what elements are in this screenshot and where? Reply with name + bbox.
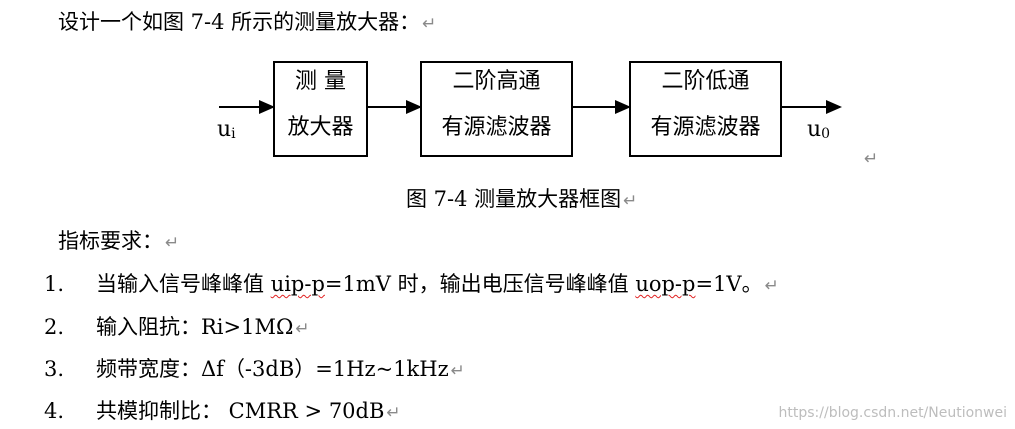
list-number: 3. [44, 357, 65, 381]
spec-heading: 指标要求：↵ [58, 229, 180, 253]
paragraph-mark-icon: ↵ [422, 14, 437, 34]
block-3-line1: 二阶低通 [661, 69, 750, 94]
list-number: 4. [44, 399, 65, 423]
block-3-line2: 有源滤波器 [650, 115, 761, 140]
figure-caption: 图 7-4 测量放大器框图↵ [406, 187, 638, 211]
paragraph-mark-icon: ↵ [386, 403, 401, 423]
block-1-line2: 放大器 [287, 115, 354, 140]
arrow-1-2 [368, 100, 422, 114]
paragraph-mark-icon: ↵ [450, 361, 465, 381]
block-highpass-filter: 二阶高通 有源滤波器 [420, 61, 573, 157]
arrow-2-3 [573, 100, 631, 114]
list-number: 1. [44, 272, 65, 296]
block-lowpass-filter: 二阶低通 有源滤波器 [629, 61, 782, 157]
paragraph-mark-icon: ↵ [165, 233, 180, 253]
block-2-line1: 二阶高通 [452, 69, 541, 94]
list-item: 共模抑制比： CMRR > 70dB↵ [96, 399, 401, 423]
list-number: 2. [44, 315, 65, 339]
block-1-line1: 测 量 [295, 69, 346, 94]
block-2-line2: 有源滤波器 [441, 115, 552, 140]
list-item: 当输入信号峰峰值 uip-p=1mV 时，输出电压信号峰峰值 uop-p=1V。… [96, 272, 779, 296]
block-measurement-amplifier: 测 量 放大器 [273, 61, 368, 157]
list-item: 输入阻抗：Ri>1MΩ↵ [96, 315, 310, 339]
block-diagram: ui 测 量 放大器 二阶高通 有源滤波器 二阶低通 有源滤波器 u0 [215, 58, 855, 163]
paragraph-mark-icon: ↵ [295, 319, 310, 339]
list-item: 频带宽度：Δf（-3dB）=1Hz~1kHz↵ [96, 357, 465, 381]
paragraph-mark-icon: ↵ [623, 191, 638, 211]
input-signal-label: ui [217, 117, 236, 143]
spellcheck-term: uip-p [270, 272, 325, 296]
spellcheck-term: uop-p [635, 272, 696, 296]
output-signal-label: u0 [807, 117, 831, 143]
watermark: https://blog.csdn.net/Neutionwei [778, 405, 1007, 421]
paragraph-mark-icon: ↵ [764, 276, 779, 296]
paragraph-mark-icon: ↵ [864, 149, 879, 169]
input-arrow [219, 100, 275, 114]
intro-text: 设计一个如图 7-4 所示的测量放大器：↵ [58, 10, 437, 34]
output-arrow [782, 100, 842, 114]
